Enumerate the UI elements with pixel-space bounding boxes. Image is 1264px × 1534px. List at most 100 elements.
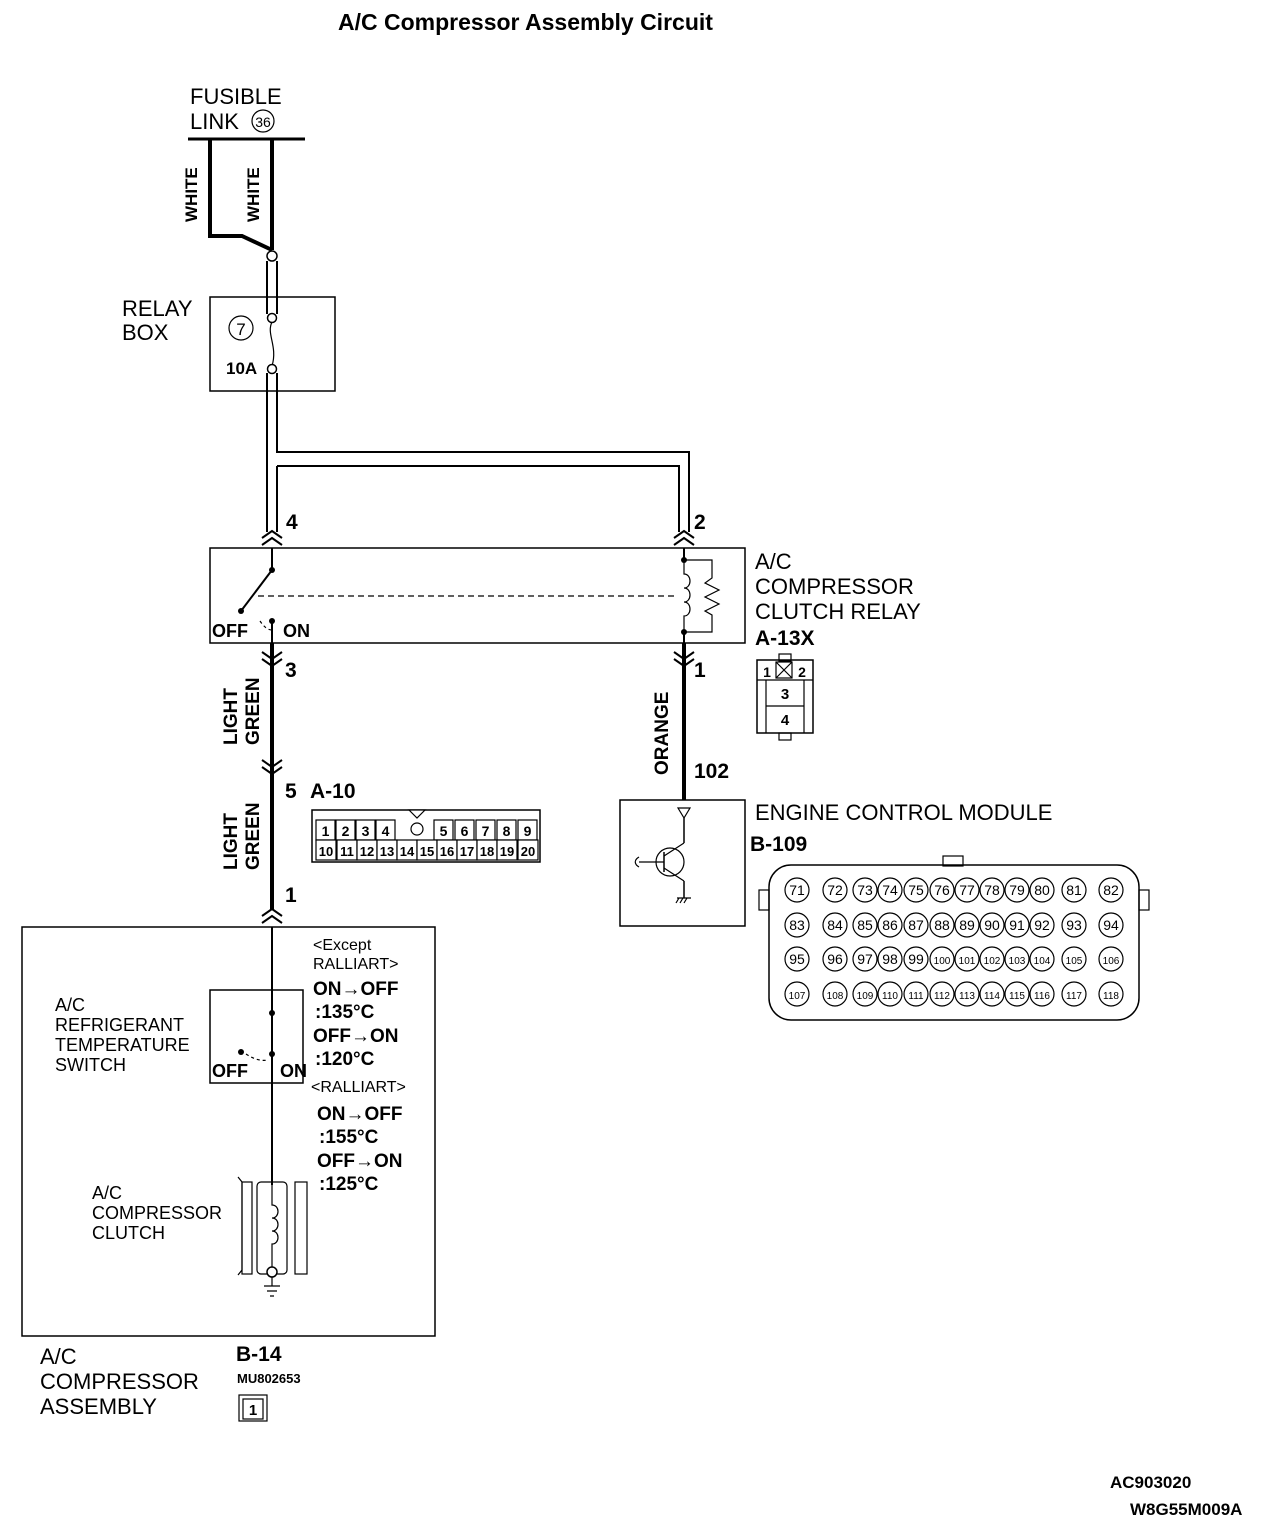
relay-on-label: ON [283, 621, 310, 641]
light-green-label-1a: LIGHT [221, 688, 242, 745]
ecm-pin-label: 115 [1009, 991, 1025, 1002]
ecm-pin-circle [822, 946, 848, 972]
clutch-bracket [237, 1176, 243, 1276]
ecm-pin-label: 91 [1009, 917, 1025, 933]
relay-box: RELAY BOX 7 10A [122, 261, 336, 392]
relay-pin-1: 1 [694, 659, 706, 682]
ecm-pin-label: 109 [857, 991, 874, 1002]
a10-pin-label: 6 [461, 823, 469, 839]
ecm-pin-circle [877, 981, 903, 1007]
compressor-assembly: OFF ON A/C REFRIGERANT TEMPERATURE SWITC… [21, 926, 436, 1422]
light-green-label-1b: GREEN [243, 677, 264, 745]
ecm-name: ENGINE CONTROL MODULE [755, 800, 1052, 825]
ecm-pin-label: 114 [984, 991, 1000, 1002]
clutch-ground-icon [264, 1285, 280, 1297]
engine-control-module: ENGINE CONTROL MODULE B-109 [619, 799, 1052, 927]
except-value-1: ON→OFF [313, 979, 399, 1000]
ecm-pin-circle [852, 912, 878, 938]
ecm-input-arrow [676, 807, 692, 820]
a10-pin-label: 14 [400, 844, 415, 859]
a10-id: A-10 [310, 780, 356, 803]
compressor-pin-1: 1 [285, 884, 297, 907]
ecm-pin-circle [1061, 981, 1087, 1007]
fuse-terminal-top [266, 312, 278, 324]
ecm-pin-label: 75 [908, 882, 924, 898]
ecm-pin-label: 80 [1034, 882, 1050, 898]
a10-pin-label: 9 [524, 823, 532, 839]
a10-pin-label: 1 [322, 823, 330, 839]
ecm-pin-circle [1004, 912, 1030, 938]
a10-pin-label: 12 [360, 844, 374, 859]
ecm-outline [619, 799, 746, 927]
ecm-pin-circle [852, 877, 878, 903]
a10-cell [315, 839, 337, 861]
ecm-pin-label: 76 [934, 882, 950, 898]
ecm-pin-label: 83 [789, 917, 805, 933]
ralliart-value-2: :155°C [319, 1127, 379, 1148]
ecm-pin-circle [1029, 981, 1055, 1007]
fusible-link-label-2: LINK [190, 109, 239, 134]
relay-switch-off-contact [238, 608, 244, 614]
ecm-pin-circle [1004, 946, 1030, 972]
relay-connector-pin-1: 1 [763, 664, 771, 680]
ecm-pin-circle [784, 877, 810, 903]
ecm-pin-circle [979, 912, 1005, 938]
clutch-terminal [266, 1266, 278, 1278]
ecm-pin-label: 74 [882, 882, 898, 898]
ralliart-header: <RALLIART> [311, 1079, 406, 1096]
compressor-clutch-relay: OFF ON A/C COMPRESSOR CLUTCH RELAY A-13X [209, 547, 921, 650]
clutch-name-1: A/C [92, 1183, 122, 1203]
ecm-pin-label: 94 [1103, 917, 1119, 933]
ecm-pin-circle [1004, 981, 1030, 1007]
a10-pin-label: 13 [380, 844, 394, 859]
ecm-pin-circle [929, 877, 955, 903]
temp-switch-name-3: TEMPERATURE [55, 1035, 190, 1055]
ecm-pin-label: 86 [882, 917, 898, 933]
ecm-pin-circle [979, 877, 1005, 903]
ecm-pin-label: 77 [959, 882, 975, 898]
fusible-link: FUSIBLE LINK 36 [188, 84, 305, 141]
relay-switch-arc [259, 620, 273, 631]
diagram-title: A/C Compressor Assembly Circuit [338, 9, 713, 35]
assembly-name-2: COMPRESSOR [40, 1369, 199, 1394]
ecm-pin-label: 108 [827, 991, 844, 1002]
relay-connector-blank-mark [775, 661, 793, 679]
a10-pin-label: 15 [420, 844, 434, 859]
ecm-pin-circle [877, 877, 903, 903]
relay-coil [683, 562, 691, 630]
ecm-pin-circle [784, 912, 810, 938]
compressor-part-number: MU802653 [237, 1371, 301, 1386]
ecm-pin-circle [954, 946, 980, 972]
ecm-pin-label: 102 [984, 956, 1001, 967]
relay-resistor [684, 559, 721, 633]
ecm-pin-circle [852, 946, 878, 972]
ecm-pin-label: 111 [908, 991, 924, 1002]
ecm-pin-circle [822, 912, 848, 938]
fusible-link-number-circle [251, 109, 275, 133]
ecm-base-input [634, 856, 664, 868]
ecm-pin-label: 89 [959, 917, 975, 933]
temp-switch-name-2: REFRIGERANT [55, 1015, 184, 1035]
ecm-pin-label: 79 [1009, 882, 1025, 898]
ecm-pin-circle [784, 981, 810, 1007]
compressor-assembly-outline [21, 926, 436, 1337]
ralliart-value-3: OFF→ON [317, 1151, 403, 1172]
ecm-pin-label: 107 [789, 991, 806, 1002]
a10-pin-label: 16 [440, 844, 454, 859]
relay-connector-blank-cell [775, 661, 793, 679]
ecm-pin-label: 105 [1066, 956, 1083, 967]
ecm-pin-circle [852, 981, 878, 1007]
ralliart-value-1: ON→OFF [317, 1104, 403, 1125]
temp-switch-name-1: A/C [55, 995, 85, 1015]
ecm-pin-circle [954, 981, 980, 1007]
ecm-pin-label: 81 [1066, 882, 1082, 898]
temp-switch-arc [245, 1053, 269, 1061]
ecm-pin-label: 96 [827, 951, 843, 967]
ecm-pin-circle [877, 946, 903, 972]
relay-connector-latch-top [778, 653, 792, 662]
relay-name-2: COMPRESSOR [755, 574, 914, 599]
ecm-pin-circle [979, 946, 1005, 972]
ecm-pin-label: 101 [959, 956, 976, 967]
fuse-rating: 10A [226, 359, 257, 378]
